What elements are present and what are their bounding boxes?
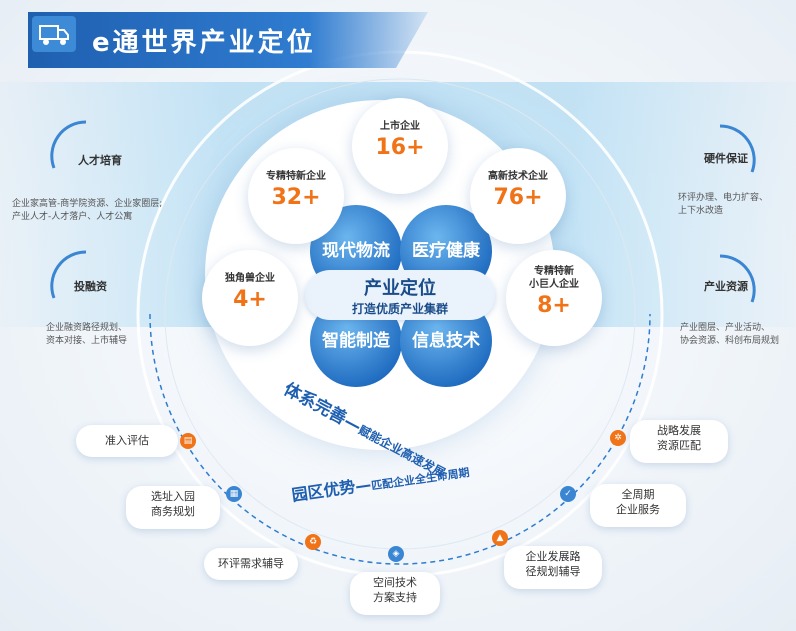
step-full-cycle-service: 全周期 企业服务 — [590, 484, 686, 527]
chart-icon: ▲ — [492, 530, 508, 546]
service-title-talent: 人才培育 — [78, 154, 122, 167]
step-space-tech: 空间技术 方案支持 — [350, 572, 440, 615]
service-desc-hardware: 环评办理、电力扩容、 上下水改造 — [678, 193, 769, 216]
step-site-selection: 选址入园 商务规划 — [126, 486, 220, 529]
step-eia-guidance: 环评需求辅导 — [204, 548, 298, 580]
step-development-path: 企业发展路 径规划辅导 — [504, 546, 602, 589]
ring-icon-hardware — [719, 124, 756, 173]
core-title: 产业定位 — [364, 278, 436, 299]
cube-icon: ◈ — [388, 546, 404, 562]
title-banner — [28, 12, 428, 68]
bubble-specialized: 专精特新企业 32+ — [248, 148, 344, 244]
bubble-unicorn: 独角兽企业 4+ — [202, 250, 298, 346]
ring-icon-finance — [50, 250, 87, 299]
truck-icon — [32, 16, 76, 52]
page-title: e通世界产业定位 — [92, 28, 316, 58]
assessment-icon: ▤ — [180, 433, 196, 449]
core-subtitle: 打造优质产业集群 — [351, 302, 448, 316]
service-desc-talent: 企业家高管-商学院资源、企业家圈层; 产业人才-人才落户、人才公寓 — [12, 199, 163, 222]
document-icon: ▦ — [226, 486, 242, 502]
bubble-little-giant: 专精特新 小巨人企业 8+ — [506, 250, 602, 346]
ring-icon-resources — [719, 254, 756, 303]
service-title-finance: 投融资 — [74, 280, 107, 293]
service-title-resources: 产业资源 — [704, 280, 748, 293]
network-icon: ✲ — [610, 430, 626, 446]
step-strategic-resources: 战略发展 资源匹配 — [630, 420, 728, 463]
check-icon: ✓ — [560, 486, 576, 502]
core-center-label: 产业定位 打造优质产业集群 — [305, 270, 495, 320]
service-desc-finance: 企业融资路径规划、 资本对接、上市辅导 — [46, 323, 128, 346]
step-admission-assessment: 准入评估 — [76, 425, 178, 457]
bubble-hightech: 高新技术企业 76+ — [470, 148, 566, 244]
service-title-hardware: 硬件保证 — [704, 152, 748, 165]
ring-icon-talent — [50, 120, 87, 169]
bubble-listed: 上市企业 16+ — [352, 98, 448, 194]
service-desc-resources: 产业圈层、产业活动、 协会资源、科创布局规划 — [680, 323, 780, 346]
recycle-icon: ♻ — [305, 534, 321, 550]
